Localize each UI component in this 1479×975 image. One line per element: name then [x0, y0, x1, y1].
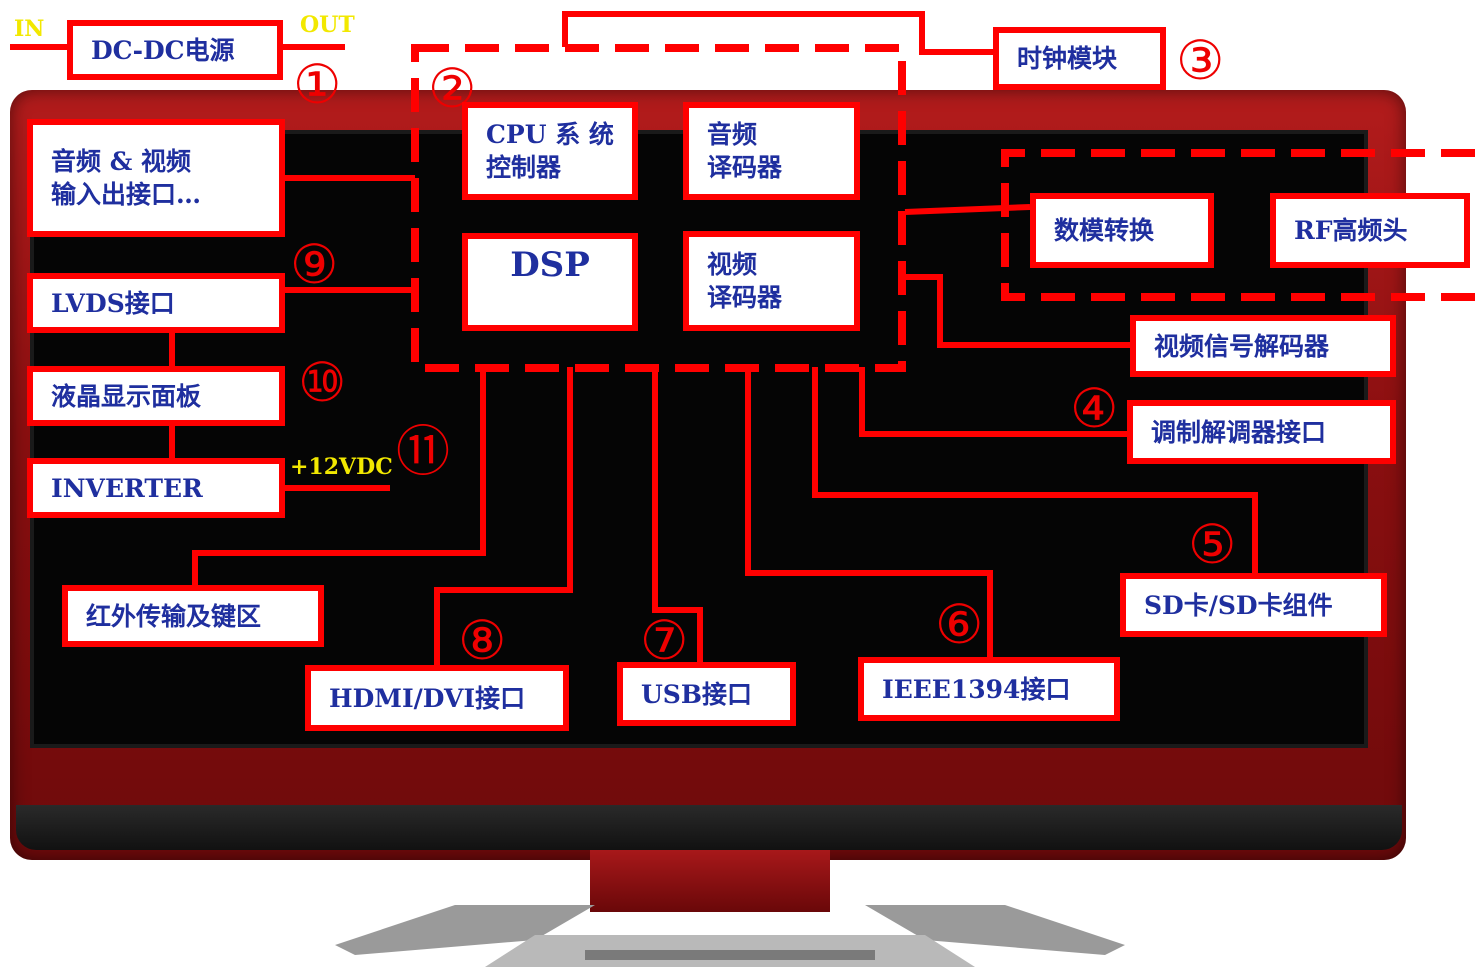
- usb-interface-box: USB接口: [617, 662, 796, 726]
- dc-dc-power-label: DC-DC电源: [91, 34, 259, 67]
- marker-4: ④: [1070, 382, 1118, 436]
- ieee1394-label: IEEE1394接口: [882, 673, 1096, 706]
- power-in-label: IN: [14, 16, 44, 42]
- av-io-box: 音频 & 视频 输入出接口…: [27, 119, 285, 237]
- hdmi-dvi-box: HDMI/DVI接口: [305, 665, 569, 731]
- marker-6: ⑥: [935, 598, 983, 652]
- marker-5: ⑤: [1188, 518, 1236, 572]
- marker-1: ①: [293, 58, 341, 112]
- hdmi-dvi-label: HDMI/DVI接口: [329, 682, 545, 715]
- video-decoder-line2: 译码器: [707, 281, 836, 314]
- lcd-panel-box: 液晶显示面板: [27, 366, 285, 426]
- video-decoder-box: 视频 译码器: [683, 231, 860, 331]
- video-signal-decoder-label: 视频信号解码器: [1154, 330, 1372, 363]
- lcd-panel-label: 液晶显示面板: [51, 380, 261, 413]
- clock-module-label: 时钟模块: [1017, 42, 1142, 75]
- marker-3: ③: [1176, 34, 1224, 88]
- video-decoder-line1: 视频: [707, 248, 836, 281]
- audio-decoder-line1: 音频: [707, 118, 836, 151]
- cpu-controller-line2: 控制器: [486, 151, 614, 184]
- ir-keypad-label: 红外传输及键区: [86, 600, 300, 633]
- rf-tuner-label: RF高频头: [1294, 214, 1446, 247]
- modem-interface-box: 调制解调器接口: [1127, 400, 1396, 464]
- audio-decoder-line2: 译码器: [707, 151, 836, 184]
- inverter-label: INVERTER: [51, 472, 261, 505]
- marker-7: ⑦: [640, 614, 688, 668]
- av-io-line1: 音频 & 视频: [51, 145, 261, 178]
- rf-tuner-box: RF高频头: [1270, 193, 1470, 268]
- usb-interface-label: USB接口: [641, 678, 772, 711]
- dc-dc-power-box: DC-DC电源: [67, 20, 283, 80]
- modem-interface-label: 调制解调器接口: [1151, 416, 1372, 449]
- lvds-interface-box: LVDS接口: [27, 273, 285, 333]
- cpu-controller-box: CPU 系 统 控制器: [462, 102, 638, 200]
- ieee1394-box: IEEE1394接口: [858, 657, 1120, 721]
- inverter-box: INVERTER: [27, 458, 285, 518]
- audio-decoder-box: 音频 译码器: [683, 102, 860, 200]
- voltage-label: +12VDC: [290, 454, 393, 480]
- dac-label: 数模转换: [1054, 214, 1190, 247]
- clock-module-box: 时钟模块: [993, 27, 1166, 90]
- power-out-label: OUT: [300, 12, 355, 38]
- dsp-label: DSP: [510, 249, 590, 282]
- marker-8: ⑧: [458, 614, 506, 668]
- av-io-line2: 输入出接口…: [51, 178, 261, 211]
- dac-box: 数模转换: [1030, 193, 1214, 268]
- marker-10: ⑩: [298, 356, 346, 410]
- lvds-interface-label: LVDS接口: [51, 287, 261, 320]
- sd-card-label: SD卡/SD卡组件: [1144, 589, 1363, 622]
- ir-keypad-box: 红外传输及键区: [62, 585, 324, 647]
- marker-11: ⑪: [396, 425, 450, 479]
- sd-card-box: SD卡/SD卡组件: [1120, 573, 1387, 637]
- dsp-box: DSP: [462, 233, 638, 331]
- cpu-controller-line1: CPU 系 统: [486, 118, 614, 151]
- marker-9: ⑨: [290, 238, 338, 292]
- video-signal-decoder-box: 视频信号解码器: [1130, 315, 1396, 377]
